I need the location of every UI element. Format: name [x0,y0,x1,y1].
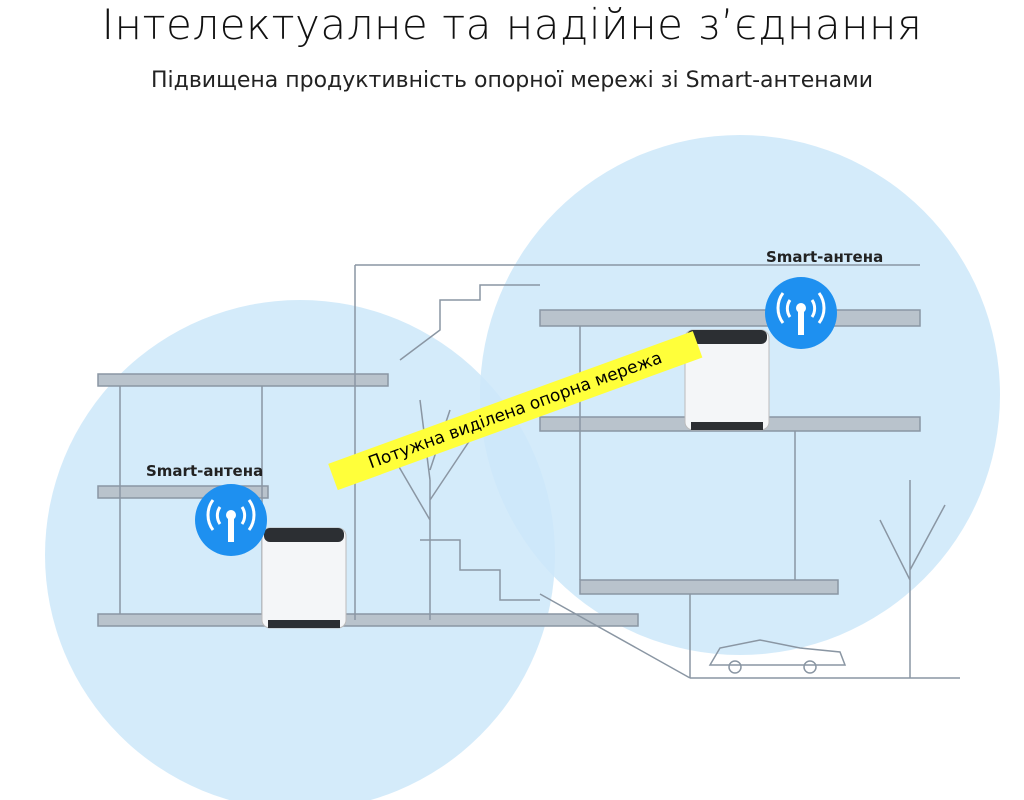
left-antenna-icon [195,484,267,556]
right-antenna-icon [765,277,837,349]
right-antenna-label: Smart-антена [766,248,884,266]
page-title: Інтелектуалне та надійне з’єднання [101,0,923,49]
left-antenna-label: Smart-антена [146,462,264,480]
page-subtitle: Підвищена продуктивність опорної мережі … [150,68,874,93]
left-router [261,527,347,629]
right-router [684,329,770,431]
